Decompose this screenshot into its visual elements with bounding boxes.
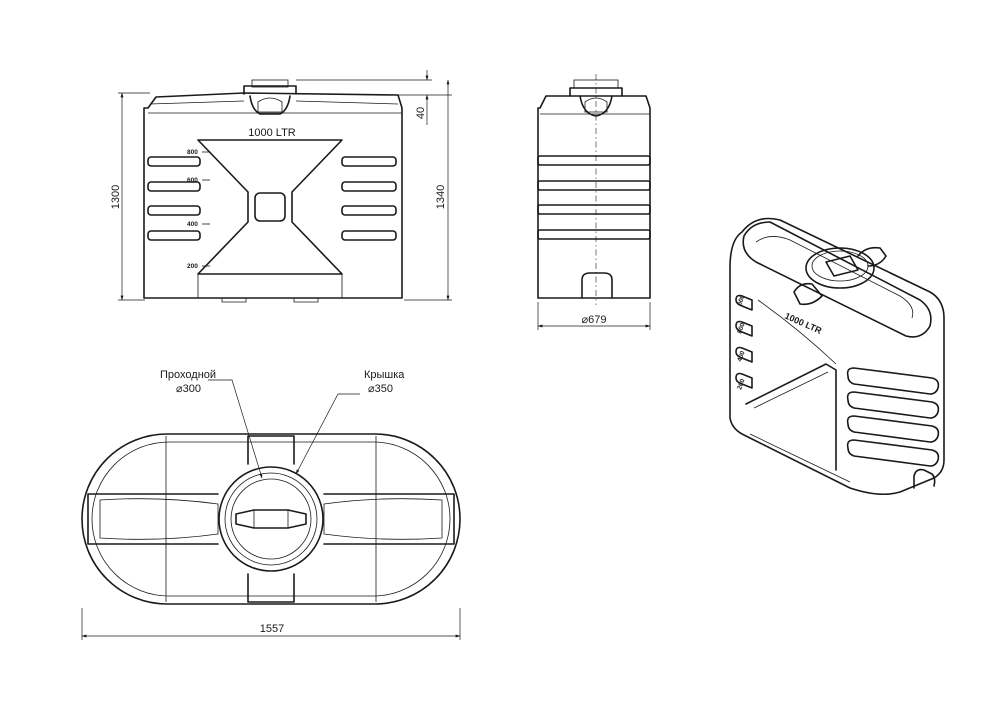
side-body-outline xyxy=(537,95,651,299)
dim-width-679: ⌀679 xyxy=(582,314,607,326)
iso-outline xyxy=(729,217,945,496)
top-upper-arm xyxy=(247,435,295,465)
scale-mark-200: 200 xyxy=(187,263,198,270)
tank-volume-label: 1000 LTR xyxy=(248,127,296,139)
top-right-arm xyxy=(323,493,455,545)
iso-scale-600: 600 xyxy=(736,294,746,307)
lid-label: Крышка xyxy=(364,369,405,381)
front-view: 800 600 400 200 1000 LTR 1300 40 1340 xyxy=(110,70,452,303)
side-ribs xyxy=(537,155,651,240)
front-body-outline xyxy=(143,92,403,299)
top-lower-arm xyxy=(247,573,295,603)
iso-outlet xyxy=(913,468,936,489)
front-lid xyxy=(243,85,297,95)
iso-ribs xyxy=(846,367,940,467)
lid-size: ⌀350 xyxy=(368,383,393,395)
top-view: Проходной ⌀300 Крышка ⌀350 1557 xyxy=(81,369,461,640)
lid-handle xyxy=(235,509,307,529)
iso-scale-400: 400 xyxy=(736,350,746,363)
dim-height-1340: 1340 xyxy=(435,185,447,209)
dim-length-1557: 1557 xyxy=(260,623,284,635)
side-outlet xyxy=(581,272,613,299)
iso-scale-200: 200 xyxy=(736,378,746,391)
top-left-arm xyxy=(87,493,219,545)
iso-top-ridge xyxy=(742,221,932,338)
manhole-size: ⌀300 xyxy=(176,383,201,395)
scale-mark-800: 800 xyxy=(187,149,198,156)
scale-mark-400: 400 xyxy=(187,221,198,228)
top-outline xyxy=(81,433,461,605)
iso-left-ribs xyxy=(735,294,753,389)
dim-lid-40: 40 xyxy=(415,107,427,119)
iso-view: 1000 LTR 600 800 400 200 xyxy=(729,217,945,496)
dim-height-1300: 1300 xyxy=(110,185,122,209)
manhole-label: Проходной xyxy=(160,369,216,381)
front-left-ribs xyxy=(147,156,201,241)
iso-scale-800: 800 xyxy=(736,322,746,335)
iso-lid xyxy=(805,247,875,289)
front-right-ribs xyxy=(341,156,397,241)
front-x-panel xyxy=(197,139,343,275)
scale-mark-600: 600 xyxy=(187,177,198,184)
side-view: ⌀679 xyxy=(537,74,651,330)
lid-circle xyxy=(218,466,324,572)
